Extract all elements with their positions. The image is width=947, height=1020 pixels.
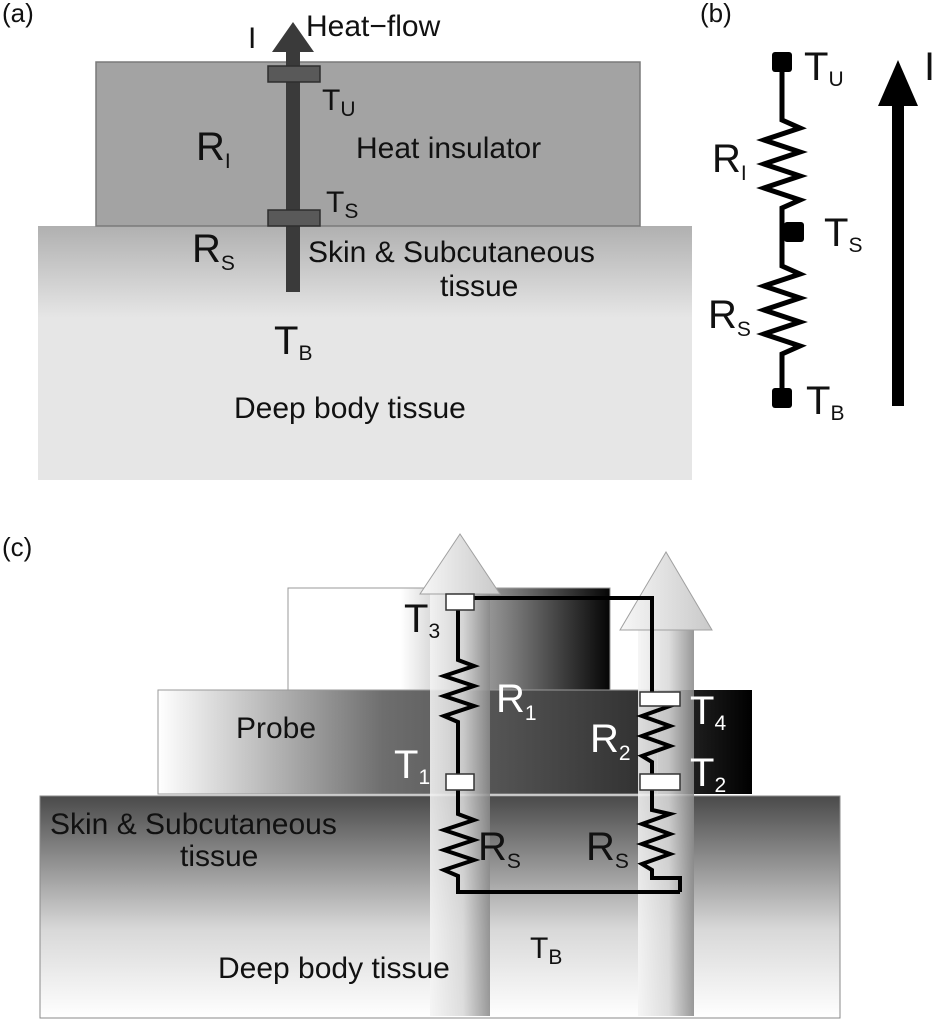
t3-sub: 3 <box>428 620 440 643</box>
r1-label: R1 <box>496 677 537 725</box>
t3-main: T <box>404 597 428 641</box>
panel-b-tag: (b) <box>700 0 732 28</box>
rs-sub: S <box>221 252 235 275</box>
sensor-t1 <box>445 773 475 791</box>
resistor-rs-right <box>636 780 682 892</box>
ri-label-b: RI <box>712 137 747 185</box>
t1-label: T1 <box>394 743 430 789</box>
resistor-rs-left <box>437 780 680 894</box>
node-tu-sub: U <box>828 68 843 91</box>
ri-b-main: R <box>712 137 741 181</box>
ri-b-sub: I <box>741 162 747 185</box>
t3-label: T3 <box>404 597 440 643</box>
heat-flow-arrow-left-head <box>419 533 501 595</box>
panel-c-tag: (c) <box>2 532 32 562</box>
r1-main: R <box>496 677 525 721</box>
node-tu <box>772 52 792 72</box>
r2-label: R2 <box>590 717 631 765</box>
tb-sub: B <box>298 342 312 365</box>
rs-label-b: RS <box>708 293 751 341</box>
sensor-ts <box>267 209 321 227</box>
panel-a-tag: (a) <box>2 0 34 28</box>
ts-label: TS <box>326 186 358 223</box>
r2-sub: 2 <box>619 742 631 765</box>
rs-left-label-c: RS <box>478 825 521 873</box>
tb-b-sub: B <box>830 402 844 425</box>
ts-sub: S <box>344 200 358 223</box>
panel-c: (c) T3 R1 Probe T1 R2 T4 T2 Skin & Subcu… <box>2 532 841 1019</box>
skin-label-line2: tissue <box>440 270 518 303</box>
heat-insulator-block <box>95 61 641 227</box>
t4-main: T <box>690 689 714 733</box>
ts-label-b: TS <box>824 211 862 257</box>
panel-b: (b) TU I RI TS RS TB <box>700 0 935 425</box>
tb-c-sub: B <box>548 946 562 969</box>
skin-layer-region <box>38 226 692 318</box>
current-label-b: I <box>924 45 935 89</box>
heat-insulator-label: Heat insulator <box>356 132 541 165</box>
deep-body-tissue-label-c: Deep body tissue <box>218 952 450 985</box>
r2-main: R <box>590 717 619 761</box>
heat-flow-arrow-right-head <box>619 551 713 631</box>
rs-b-sub: S <box>737 318 751 341</box>
circuit-wire <box>756 62 808 398</box>
rs-right-c-main: R <box>586 825 615 869</box>
sensor-t4 <box>639 691 681 707</box>
tu-main: T <box>322 84 340 117</box>
ri-sub: I <box>225 150 231 173</box>
rs-left-c-main: R <box>478 825 507 869</box>
tb-c-main: T <box>530 932 548 965</box>
heat-flow-arrow-head <box>272 22 314 52</box>
rs-label: RS <box>192 227 235 275</box>
node-ts <box>784 222 804 242</box>
ts-b-sub: S <box>848 234 862 257</box>
ts-b-main: T <box>824 211 848 255</box>
node-tb <box>772 388 792 408</box>
skin-label-c-line1: Skin & Subcutaneous <box>50 808 337 841</box>
current-arrow-head <box>878 60 918 106</box>
sensor-t3 <box>445 593 475 611</box>
r1-sub: 1 <box>525 702 537 725</box>
rs-left-c-sub: S <box>507 850 521 873</box>
ri-main: R <box>196 125 225 169</box>
skin-label-line1: Skin & Subcutaneous <box>308 236 595 269</box>
t4-label: T4 <box>690 689 726 735</box>
skin-label-c-line2: tissue <box>180 840 258 873</box>
current-label: I <box>248 22 256 55</box>
probe-body <box>157 689 659 795</box>
t2-label: T2 <box>690 751 726 797</box>
rs-main: R <box>192 227 221 271</box>
sensor-tu <box>267 65 321 83</box>
heat-flow-arrow-shaft <box>286 50 300 292</box>
rs-right-label-c: RS <box>586 825 629 873</box>
probe-label: Probe <box>236 712 316 745</box>
ri-label: RI <box>196 125 231 173</box>
t1-sub: 1 <box>418 766 430 789</box>
t2-main: T <box>690 751 714 795</box>
tu-label: TU <box>322 84 356 121</box>
tb-label-b: TB <box>806 379 844 425</box>
tb-label-c: TB <box>530 932 562 969</box>
tb-label: TB <box>274 319 312 365</box>
t2-sub: 2 <box>714 774 726 797</box>
rs-b-main: R <box>708 293 737 337</box>
node-tu-label: TU <box>804 45 844 91</box>
node-tu-main: T <box>804 45 828 89</box>
panel-a: (a) I Heat−flow TU RI Heat insulator TS … <box>2 0 692 480</box>
sensor-t2 <box>639 773 681 791</box>
t4-sub: 4 <box>714 712 726 735</box>
tb-b-main: T <box>806 379 830 423</box>
rs-right-c-sub: S <box>615 850 629 873</box>
ts-main: T <box>326 186 344 219</box>
resistor-r1 <box>437 604 481 780</box>
tb-main: T <box>274 319 298 363</box>
heat-flow-label: Heat−flow <box>306 10 441 43</box>
current-arrow-shaft <box>892 104 904 406</box>
deep-body-tissue-label: Deep body tissue <box>234 392 466 425</box>
t1-main: T <box>394 743 418 787</box>
tu-sub: U <box>340 98 355 121</box>
